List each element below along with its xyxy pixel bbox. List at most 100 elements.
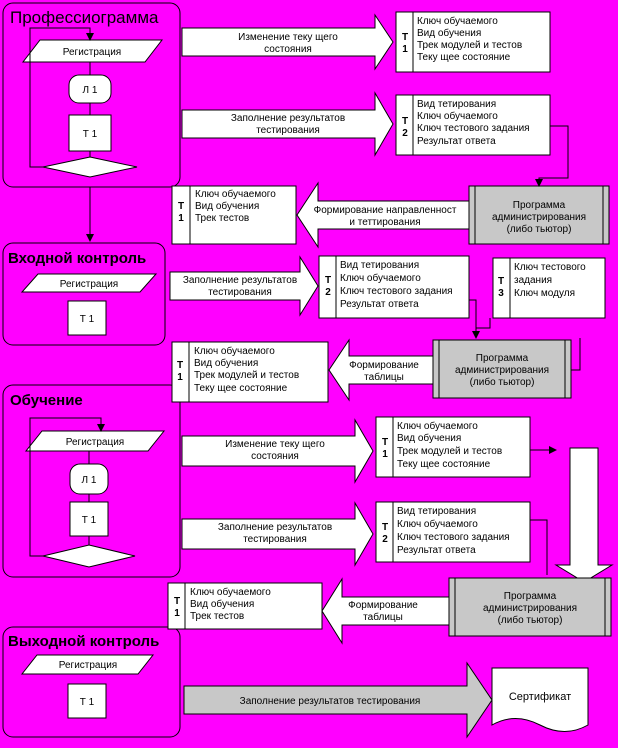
connector-t2-to-down-arrow (530, 519, 548, 575)
arrow-form-table-1: Формирование таблицы (328, 338, 434, 402)
connector-t2-to-program1 (535, 125, 569, 187)
registration-shape (21, 39, 164, 63)
svg-text:Вид обучения: Вид обучения (194, 357, 258, 369)
connector-t2-to-program2 (468, 290, 480, 339)
decision-shape (42, 544, 136, 568)
svg-text:Трек тестов: Трек тестов (195, 213, 249, 224)
l1-label: Л 1 (82, 475, 97, 486)
svg-text:Т: Т (382, 437, 388, 448)
registration-label: Регистрация (63, 47, 121, 58)
svg-text:Вид обучения: Вид обучения (397, 432, 461, 444)
svg-text:Т: Т (177, 360, 183, 371)
svg-text:Трек тестов: Трек тестов (190, 611, 244, 622)
svg-text:Ключ обучаемого: Ключ обучаемого (195, 188, 276, 200)
t1-shape (67, 300, 107, 336)
svg-text:2: 2 (325, 287, 331, 298)
arrow-label: Формирование (349, 360, 419, 371)
table-t2-a: Т 2 Вид тетирования Ключ обучаемого Ключ… (395, 94, 551, 156)
svg-text:Вид обучения: Вид обучения (417, 27, 481, 39)
svg-text:Вид обучения: Вид обучения (195, 200, 259, 212)
table-t1-d: Т 1 Ключ обучаемого Вид обучения Трек мо… (375, 416, 531, 478)
l1-label: Л 1 (83, 85, 98, 96)
svg-text:Результат ответа: Результат ответа (397, 545, 476, 556)
arrow-label: Формирование направленност (314, 205, 457, 216)
input-flow: Регистрация Т 1 (20, 273, 158, 336)
arrow-label: таблицы (363, 611, 403, 623)
registration-label: Регистрация (60, 279, 118, 290)
section-output-control: Выходной контроль (2, 626, 181, 738)
t1-shape (68, 114, 112, 152)
t1-label: Т 1 (83, 129, 98, 140)
svg-text:2: 2 (382, 534, 388, 545)
svg-text:Ключ обучаемого: Ключ обучаемого (397, 420, 478, 432)
svg-text:Ключ обучаемого: Ключ обучаемого (417, 15, 498, 27)
connector-program2 (571, 338, 581, 371)
svg-text:Ключ обучаемого: Ключ обучаемого (194, 345, 275, 357)
arrow-fill-results-final: Заполнение результатов тестирования (183, 661, 493, 739)
svg-text:Трек модулей и тестов: Трек модулей и тестов (417, 40, 522, 51)
certificate-label: Сертификат (509, 691, 571, 703)
svg-text:задания: задания (514, 275, 552, 286)
t1-shape (69, 501, 109, 537)
section-input-control: Входной контроль (2, 242, 166, 346)
svg-text:Теку щее состояние: Теку щее состояние (194, 383, 288, 394)
svg-text:Вид тетирования: Вид тетирования (397, 506, 476, 517)
svg-text:администрирования: администрирования (483, 603, 577, 614)
arrow-label: состояния (251, 451, 299, 462)
t1-shape (67, 683, 107, 719)
arrow-label: тестирования (256, 125, 320, 136)
prof-flow: Регистрация Л 1 Т 1 (21, 27, 164, 178)
section-title: Профессиограмма (10, 8, 159, 27)
svg-text:Ключ обучаемого: Ключ обучаемого (340, 272, 421, 284)
svg-text:Вид обучения: Вид обучения (190, 598, 254, 610)
decision-shape (42, 156, 138, 178)
arrow-change-state-1: Изменение теку щего состояния (181, 13, 394, 71)
svg-text:Вид тетирования: Вид тетирования (340, 260, 419, 271)
arrow-down-to-program (554, 447, 614, 583)
arrow-fill-results-2: Заполнение результатов тестирования (169, 255, 319, 317)
svg-text:Ключ обучаемого: Ключ обучаемого (190, 586, 271, 598)
table-t2-c: Т 2 Вид тетирования Ключ обучаемого Ключ… (375, 501, 531, 563)
svg-text:Ключ тестового задания: Ключ тестового задания (340, 286, 453, 297)
svg-text:2: 2 (402, 128, 408, 139)
svg-text:Ключ тестового задания: Ключ тестового задания (417, 123, 530, 134)
t1-label: Т 1 (82, 515, 97, 526)
section-title: Обучение (10, 392, 83, 409)
svg-text:Т: Т (325, 275, 331, 286)
t1-label: Т 1 (80, 314, 95, 325)
program-box-1: Программа администрирования (либо тьютор… (468, 185, 610, 245)
svg-text:Теку щее состояние: Теку щее состояние (397, 459, 491, 470)
table-t1-b: Т 1 Ключ обучаемого Вид обучения Трек те… (171, 185, 297, 245)
svg-text:администрирования: администрирования (492, 212, 586, 223)
arrow-label: тестирования (243, 534, 307, 545)
table-t1-c: Т 1 Ключ обучаемого Вид обучения Трек мо… (171, 341, 329, 403)
svg-text:Трек модулей и тестов: Трек модулей и тестов (397, 446, 502, 457)
program-box-3: Программа администрирования (либо тьютор… (448, 577, 612, 637)
arrow-label: Формирование (348, 600, 418, 611)
arrow-label: Изменение теку щего (238, 32, 338, 43)
arrow-label: состояния (264, 44, 312, 55)
svg-text:Результат ответа: Результат ответа (417, 136, 496, 147)
connector-t3-to-program2 (476, 318, 491, 329)
svg-text:Ключ модуля: Ключ модуля (514, 288, 575, 299)
registration-label: Регистрация (59, 660, 117, 671)
svg-text:Ключ обучаемого: Ключ обучаемого (397, 518, 478, 530)
svg-text:(либо тьютор): (либо тьютор) (498, 614, 563, 626)
svg-text:(либо тьютор): (либо тьютор) (507, 223, 572, 235)
t1-label: Т 1 (80, 697, 95, 708)
svg-text:Программа: Программа (504, 591, 557, 602)
arrow-form-direction: Формирование направленност и теттировани… (296, 181, 470, 249)
svg-text:Теку щее состояние: Теку щее состояние (417, 52, 511, 63)
svg-text:Т: Т (174, 596, 180, 607)
table-t3: Т 3 Ключ тестового задания Ключ модуля (492, 257, 606, 319)
table-t2-b: Т 2 Вид тетирования Ключ обучаемого Ключ… (318, 255, 470, 319)
section-title: Входной контроль (8, 250, 146, 267)
learning-flow: Регистрация Л 1 Т 1 (24, 417, 166, 568)
registration-shape (24, 430, 166, 452)
svg-text:Ключ обучаемого: Ключ обучаемого (417, 110, 498, 122)
arrow-label: Заполнение результатов (183, 275, 297, 286)
svg-text:Т: Т (382, 522, 388, 533)
svg-text:Т: Т (402, 32, 408, 43)
arrow-label: и теттирования (349, 217, 420, 228)
